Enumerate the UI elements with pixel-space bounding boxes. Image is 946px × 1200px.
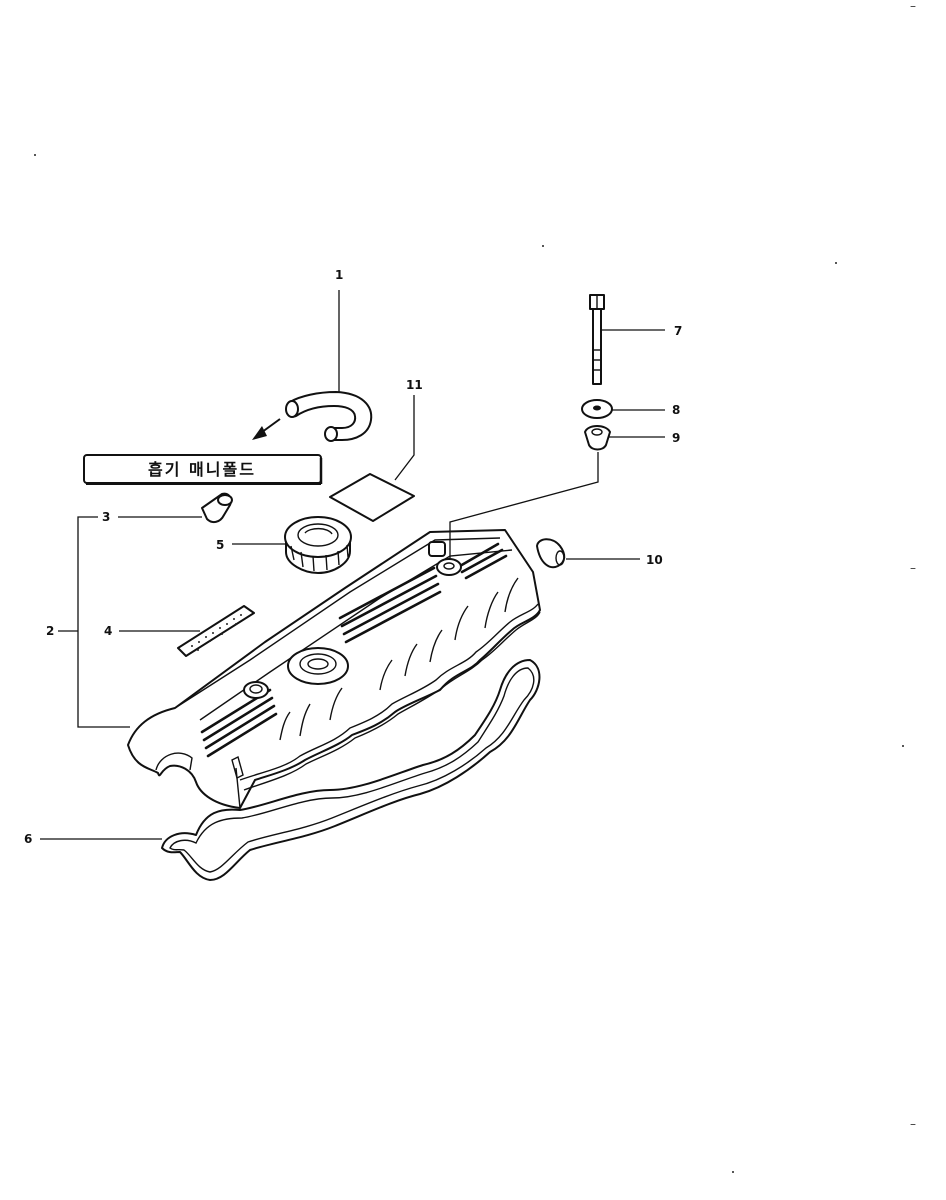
part-1-breather-hose (285, 391, 373, 442)
group-bracket (77, 516, 130, 728)
intake-manifold-label-box: 흡기 매니폴드 (83, 454, 323, 485)
assembly-line-9-to-cover (449, 452, 599, 560)
callout-9: 9 (672, 431, 680, 445)
part-3-nipple (201, 492, 233, 524)
part-8-washer (581, 399, 613, 419)
part-6-cover-gasket (161, 659, 541, 881)
part-9-grommet (584, 425, 611, 451)
part-10-rubber-cap (536, 538, 566, 569)
cover-ribs-right (458, 542, 508, 580)
part-5-oil-filler-cap (284, 516, 352, 574)
callout-5: 5 (216, 538, 224, 552)
hose-end-lower (324, 426, 338, 442)
edge-mark-middle: – (910, 561, 916, 575)
speck (835, 262, 837, 264)
callout-10: 10 (646, 553, 663, 567)
intake-manifold-label: 흡기 매니폴드 (148, 460, 256, 479)
callout-2: 2 (46, 624, 54, 638)
edge-mark-bottom: – (910, 1117, 916, 1131)
edge-mark-top: – (910, 0, 916, 13)
callout-4: 4 (104, 624, 112, 638)
part-7-bolt (589, 294, 605, 385)
speck (732, 1171, 734, 1173)
arrow-to-intake-icon (252, 418, 281, 440)
callout-8: 8 (672, 403, 680, 417)
speck (542, 245, 544, 247)
breather-port (243, 681, 269, 699)
oil-filler-neck (287, 647, 349, 685)
callout-1: 1 (335, 268, 343, 282)
part-4-gasket-strip (177, 605, 255, 657)
cover-ribs-middle (338, 566, 442, 644)
nipple-end (217, 494, 233, 506)
part-2-cylinder-head-cover (127, 529, 541, 809)
mounting-boss (428, 541, 462, 576)
hose-end-upper (285, 400, 299, 418)
callout-3: 3 (102, 510, 110, 524)
callout-6: 6 (24, 832, 32, 846)
callout-7: 7 (674, 324, 682, 338)
callout-11: 11 (406, 378, 423, 392)
leader-line-11 (394, 395, 415, 481)
speck (34, 154, 36, 156)
part-11-label-plate (329, 473, 415, 522)
speck (902, 745, 904, 747)
